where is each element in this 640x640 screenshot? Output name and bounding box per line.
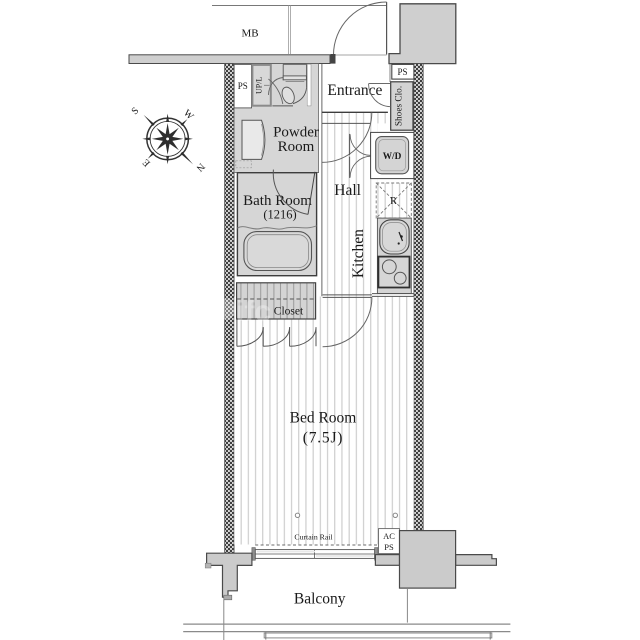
svg-text:MB: MB: [241, 28, 258, 40]
svg-text:R: R: [390, 196, 397, 207]
svg-text:W/D: W/D: [383, 152, 402, 162]
svg-text:(1216): (1216): [263, 208, 296, 222]
svg-text:PS: PS: [397, 67, 407, 77]
svg-text:Shoes Clo.: Shoes Clo.: [395, 86, 405, 126]
svg-text:Bed Room: Bed Room: [290, 410, 357, 427]
svg-text:Room: Room: [278, 139, 315, 155]
svg-text:PS: PS: [384, 542, 394, 552]
svg-text:Hall: Hall: [334, 182, 361, 199]
svg-text:Kitchen: Kitchen: [350, 229, 367, 278]
svg-text:Bath Room: Bath Room: [243, 193, 312, 209]
svg-text:PS: PS: [238, 81, 248, 91]
svg-text:S: S: [130, 105, 142, 117]
svg-text:(7.5J): (7.5J): [303, 430, 344, 447]
svg-text:ifc: ifc: [236, 295, 271, 328]
svg-text:Entrance: Entrance: [327, 82, 382, 99]
svg-text:AC: AC: [383, 531, 395, 541]
svg-text:Closet: Closet: [274, 306, 304, 318]
svg-text:Balcony: Balcony: [294, 590, 346, 607]
svg-text:UP/L: UP/L: [255, 77, 264, 94]
svg-text:Curtain Rail: Curtain Rail: [294, 532, 333, 541]
svg-text:Powder: Powder: [273, 124, 319, 140]
